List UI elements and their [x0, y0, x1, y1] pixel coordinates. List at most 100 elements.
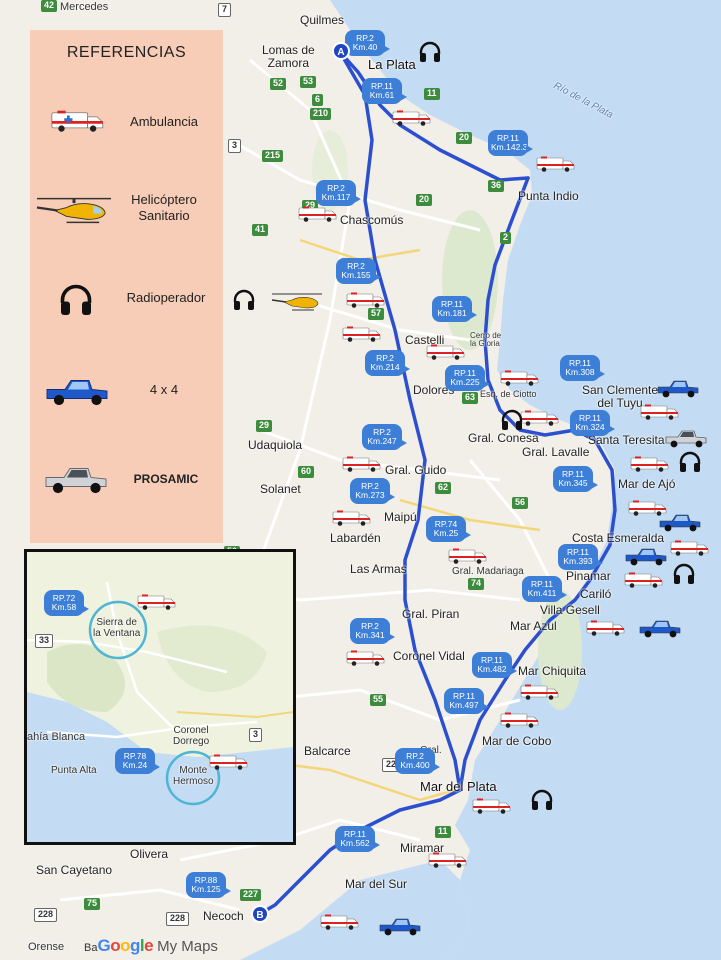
road-shield: 11	[435, 826, 451, 838]
ambulance-icon[interactable]	[670, 540, 710, 556]
ambulance-icon[interactable]	[630, 456, 670, 472]
ambulance-icon[interactable]	[624, 572, 664, 588]
ambulance-icon[interactable]	[332, 510, 372, 526]
ambulance-icon[interactable]	[586, 620, 626, 636]
road-shield: 228	[166, 912, 190, 926]
ambulance-icon[interactable]	[137, 594, 177, 610]
headphones-icon[interactable]	[678, 450, 702, 474]
place-mar-azul: Mar Azul	[510, 619, 557, 633]
place-villa-gesell: Villa Gesell	[540, 603, 600, 617]
road-shield: 74	[468, 578, 485, 590]
headphones-icon[interactable]	[232, 288, 256, 312]
route-end-pin[interactable]: B	[251, 905, 269, 923]
place-gral-conesa: Gral. Conesa	[468, 431, 539, 445]
road-shield: 60	[298, 466, 315, 478]
pickup-truck-icon[interactable]	[624, 546, 668, 566]
ambulance-icon[interactable]	[640, 404, 680, 420]
road-shield: 20	[416, 194, 433, 206]
ambulance-icon[interactable]	[500, 370, 540, 386]
place-maipu: Maipú	[384, 510, 417, 524]
place-san-cayetano: San Cayetano	[36, 863, 113, 877]
ambulance-icon[interactable]	[298, 206, 338, 222]
ambulance-icon[interactable]	[428, 852, 468, 868]
ambulance-icon[interactable]	[500, 712, 540, 728]
road-shield: 3	[249, 728, 263, 742]
place-labarden: Labardén	[330, 531, 381, 545]
silver-truck-icon	[45, 468, 107, 494]
legend-item-radio: Radioperador	[30, 270, 223, 340]
ambulance-icon[interactable]	[520, 684, 560, 700]
place-esq-de-ciotto: Esq. de Ciotto	[480, 389, 537, 399]
helicopter-icon[interactable]	[270, 290, 324, 312]
ambulance-icon[interactable]	[342, 326, 382, 342]
place-castelli: Castelli	[405, 333, 445, 347]
ambulance-icon[interactable]	[536, 156, 576, 172]
headphones-icon[interactable]	[530, 788, 554, 812]
headphones-icon[interactable]	[672, 562, 696, 586]
place-quilmes: Quilmes	[300, 13, 345, 27]
road-shield: 62	[435, 482, 452, 494]
place-costa-esmeralda: Costa Esmeralda	[572, 531, 665, 545]
headphones-icon[interactable]	[418, 40, 442, 64]
ambulance-icon[interactable]	[472, 798, 512, 814]
ambulance-icon[interactable]	[392, 110, 432, 126]
ambulance-icon[interactable]	[209, 754, 249, 770]
pickup-truck-icon[interactable]	[638, 618, 682, 638]
road-shield: 210	[310, 108, 332, 120]
place-san-clemente: San Clemente del Tuyu	[582, 383, 659, 410]
legend-label: PROSAMIC	[133, 472, 199, 486]
pickup-truck-icon[interactable]	[656, 378, 700, 398]
helicopter-icon	[36, 197, 112, 224]
place-santa-teresita: Santa Teresita	[588, 433, 665, 447]
inset-place-bahia-blanca: ahía Blanca	[27, 731, 86, 743]
place-balcarce: Balcarce	[304, 744, 351, 758]
legend-item-prosamic: PROSAMIC	[30, 450, 223, 520]
headphones-icon[interactable]	[500, 408, 524, 432]
place-mar-de-ajo: Mar de Ajó	[618, 477, 676, 491]
ambulance-icon[interactable]	[628, 500, 668, 516]
pickup-truck-icon	[46, 380, 108, 406]
ambulance-icon[interactable]	[346, 292, 386, 308]
ambulance-icon[interactable]	[426, 344, 466, 360]
pickup-truck-icon[interactable]	[378, 916, 422, 936]
place-la-plata: La Plata	[368, 57, 416, 72]
ambulance-icon[interactable]	[520, 410, 560, 426]
silver-truck-icon[interactable]	[664, 428, 708, 448]
ambulance-icon[interactable]	[320, 914, 360, 930]
place-gral-madariaga: Gral. Madariaga	[452, 566, 524, 577]
ambulance-icon[interactable]	[448, 548, 488, 564]
pickup-truck-icon[interactable]	[658, 512, 702, 532]
route-start-pin[interactable]: A	[332, 42, 350, 60]
ambulance-icon[interactable]	[342, 456, 382, 472]
legend-item-ambulance: Ambulancia	[30, 92, 223, 162]
ambulance-icon[interactable]	[346, 650, 386, 666]
